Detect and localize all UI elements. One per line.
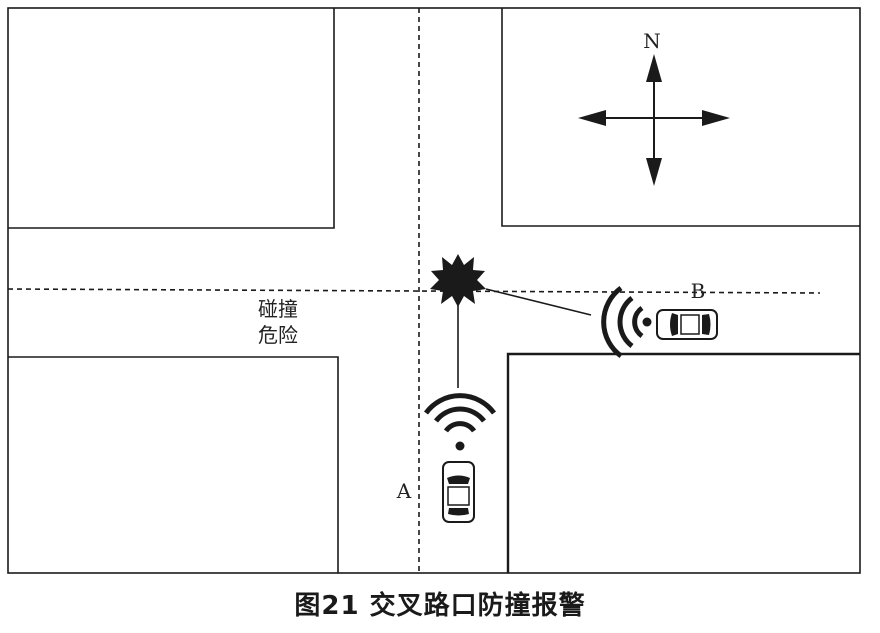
link-line-b [485, 288, 592, 316]
block-top-right [501, 8, 860, 227]
block-bottom-right [506, 352, 860, 573]
north-label: N [643, 29, 661, 53]
horizontal-center-line [7, 288, 821, 294]
car-top-view-icon [656, 309, 718, 340]
collision-warning-line2: 危险 [258, 323, 298, 347]
signal-dot-a [455, 441, 465, 451]
wifi-signal-icon [601, 285, 644, 359]
diagram-frame [7, 7, 861, 574]
wifi-signal-icon [423, 393, 497, 433]
signal-dot-b [642, 317, 652, 327]
collision-burst-icon [430, 254, 486, 307]
block-bottom-left [8, 356, 339, 573]
car-top-view-icon [442, 461, 475, 523]
vehicle-b-label: B [691, 279, 706, 303]
compass-cross-icon [578, 54, 730, 186]
figure-caption: 图21 交叉路口防撞报警 [294, 591, 586, 621]
collision-warning-line1: 碰撞 [258, 297, 298, 321]
vehicle-a-label: A [396, 479, 412, 503]
block-top-left [8, 8, 335, 229]
